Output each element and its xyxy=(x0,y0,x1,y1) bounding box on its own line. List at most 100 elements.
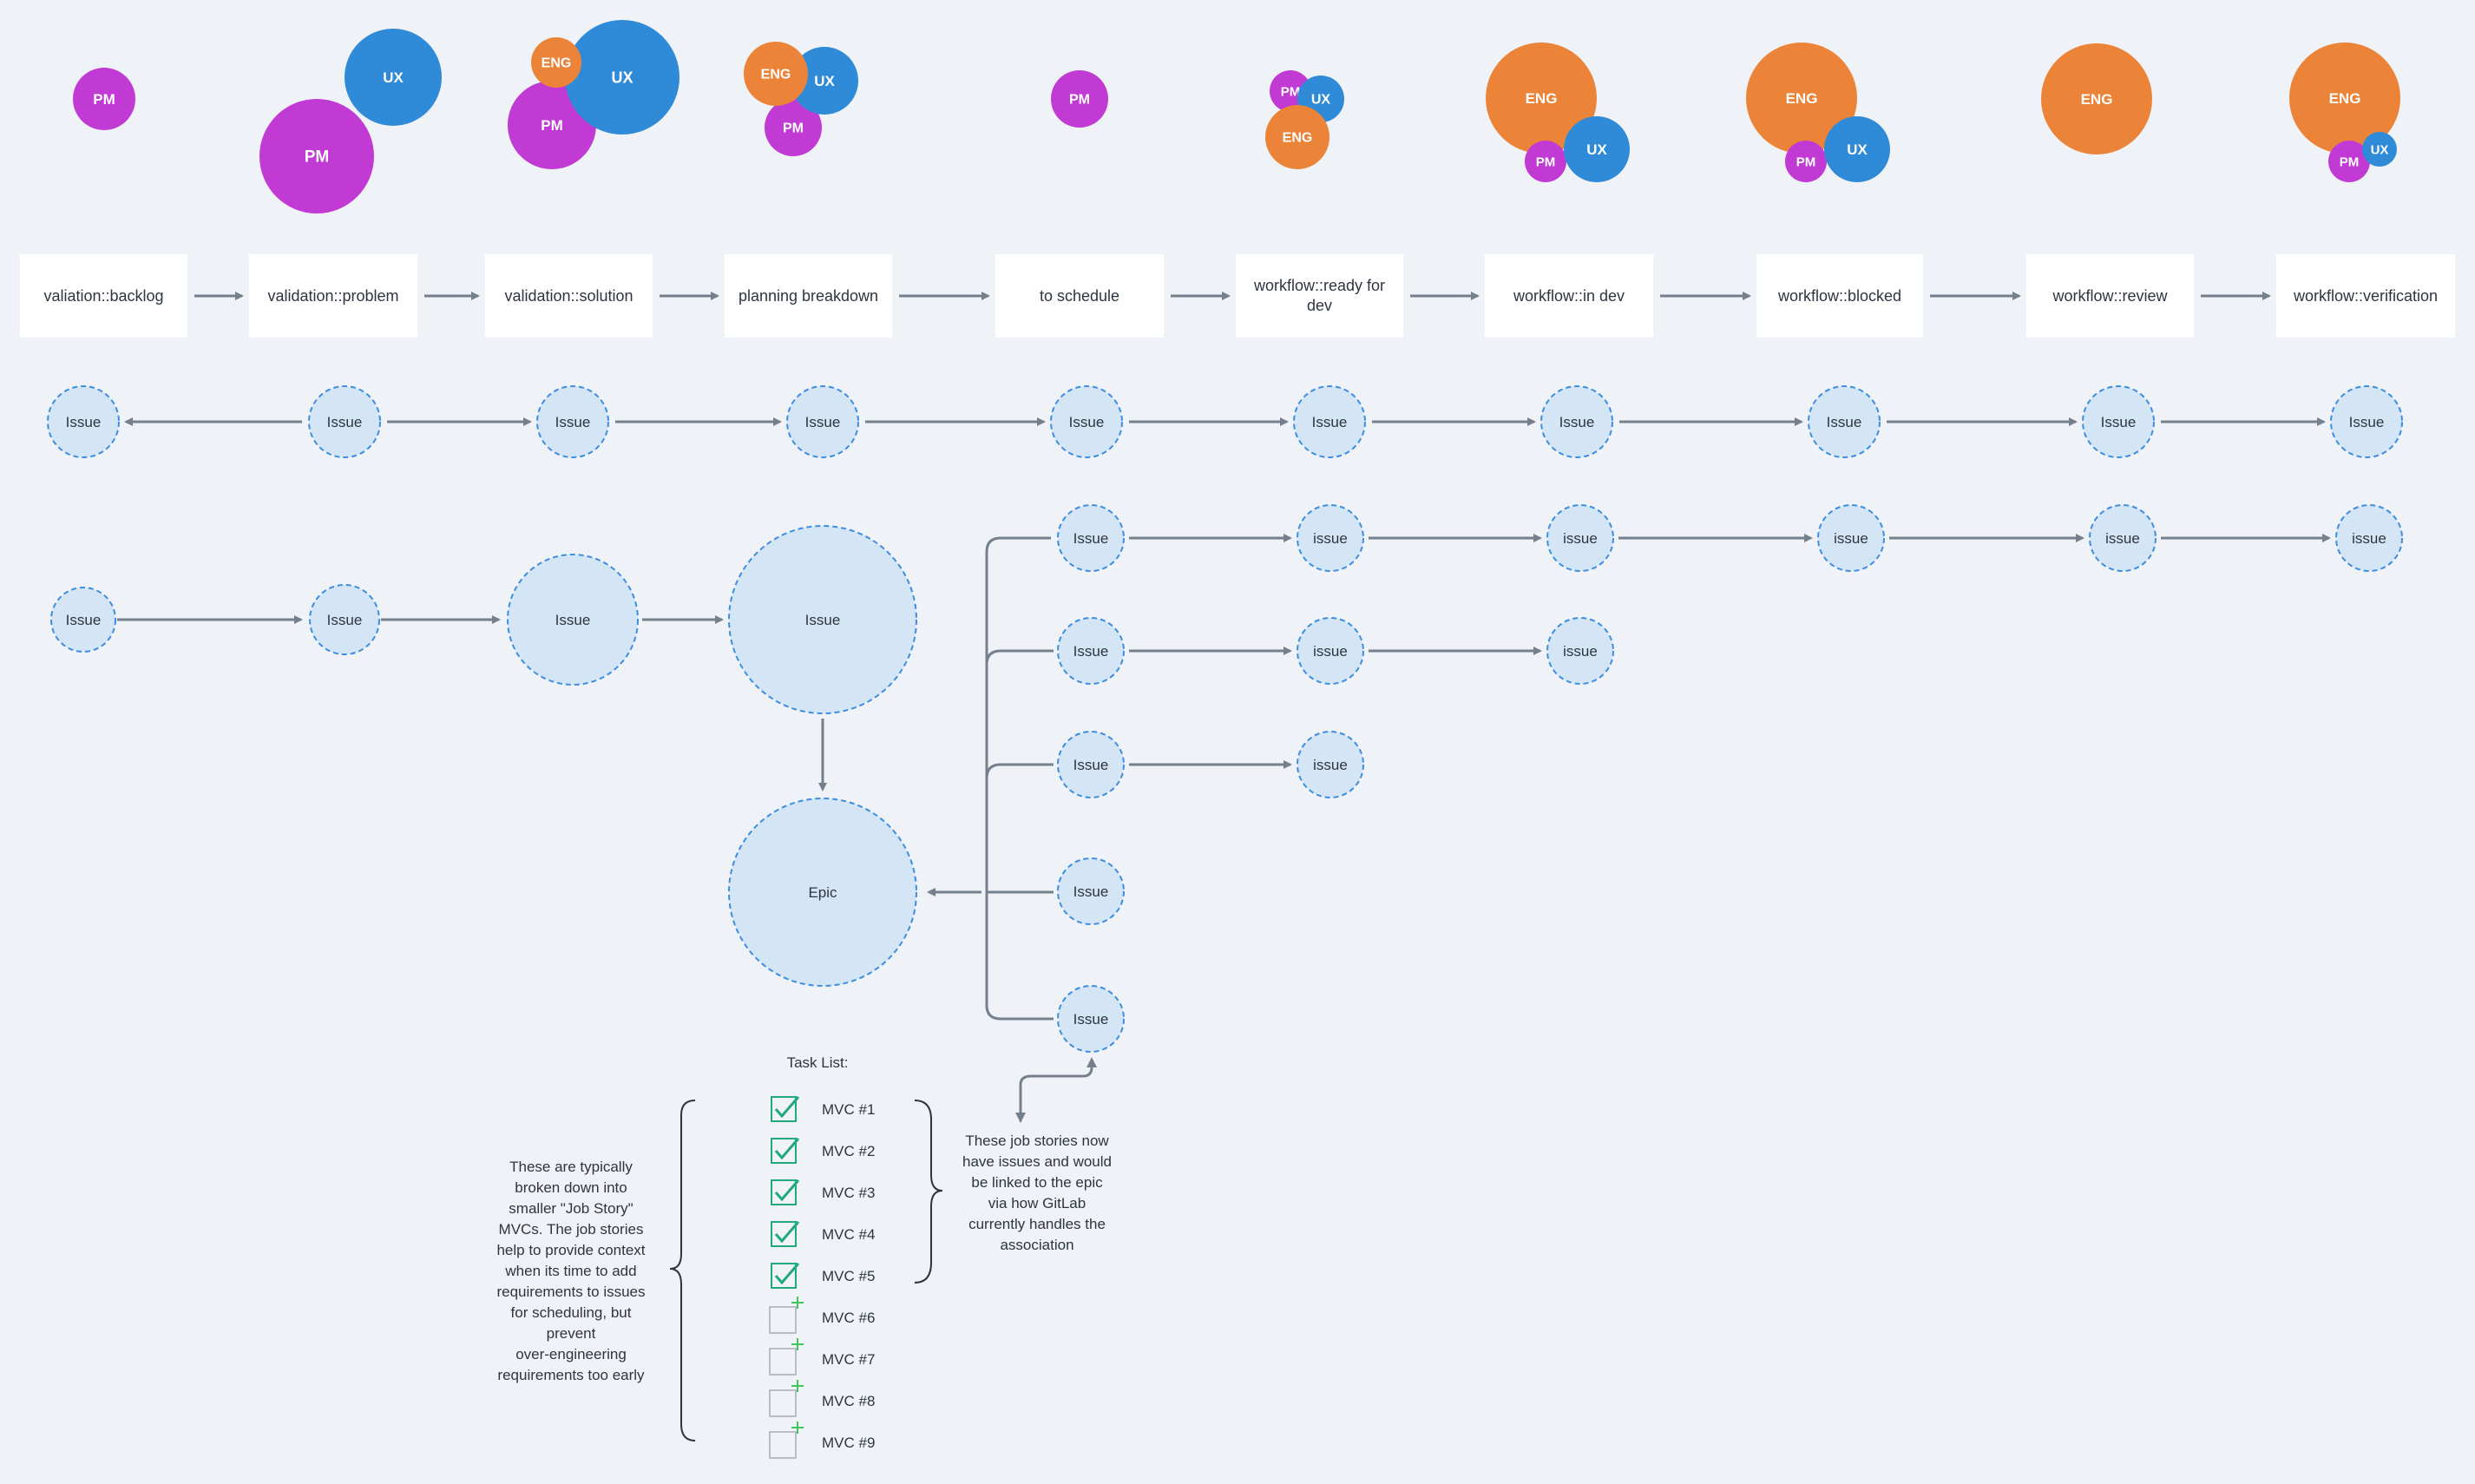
sub-issue-r2-c2: issue xyxy=(1297,617,1364,685)
avatar-pm xyxy=(1051,70,1108,128)
avatar-ux xyxy=(345,29,442,126)
epic-node-label: Epic xyxy=(808,884,837,901)
checkbox-unchecked[interactable] xyxy=(769,1431,797,1459)
stage-label: validation::problem xyxy=(267,287,398,305)
issue-row1-5-circle xyxy=(1050,385,1123,458)
stage-label: workflow::in dev xyxy=(1513,287,1625,305)
stage-label: workflow::review xyxy=(2052,287,2168,305)
task-label: MVC #9 xyxy=(822,1435,875,1451)
sub-issue-r1-c6-label: issue xyxy=(2352,530,2386,547)
checkbox-checked[interactable] xyxy=(771,1096,797,1122)
role-avatars: PMPMUXPMUXENGPMUXENGPMPMUXENGENGPMUXENGP… xyxy=(73,20,2400,213)
sub-issue-r1-c3-label: issue xyxy=(1563,530,1598,547)
check-icon xyxy=(774,1179,800,1202)
stage-label: to schedule xyxy=(1040,287,1119,305)
stage-10: workflow::verification xyxy=(2276,254,2455,338)
checkbox-checked[interactable] xyxy=(771,1138,797,1164)
avatar-eng xyxy=(1265,105,1329,169)
issue-row1-10-label: Issue xyxy=(2349,414,2385,430)
avatar-label-ux: UX xyxy=(611,69,633,86)
sub-issue-r1-c6-circle xyxy=(2335,504,2403,572)
avatar-ux xyxy=(1564,116,1630,182)
issue-row2-1-label: Issue xyxy=(66,612,102,628)
task-item[interactable]: MVC #7 xyxy=(769,1338,875,1376)
task-label: MVC #7 xyxy=(822,1351,875,1368)
stage-label: workflow::blocked xyxy=(1777,287,1901,305)
issue-row1-2: Issue xyxy=(308,385,381,458)
sub-issue-r2-c1-circle xyxy=(1057,617,1125,685)
issue-row2-4: Issue xyxy=(728,525,917,714)
task-item[interactable]: MVC #8 xyxy=(769,1380,875,1417)
avatar-label-ux: UX xyxy=(383,69,404,86)
note-connector xyxy=(1019,1061,1093,1121)
task-label: MVC #6 xyxy=(822,1310,875,1326)
note-arrowhead-up xyxy=(1087,1057,1097,1067)
avatar-eng xyxy=(531,37,581,88)
sub-issue-r2-c2-label: issue xyxy=(1313,643,1348,660)
issue-row2-2: Issue xyxy=(309,584,380,655)
sub-issue-r3-c1-label: Issue xyxy=(1073,757,1109,773)
checkbox-checked[interactable] xyxy=(771,1179,797,1205)
checkbox-unchecked[interactable] xyxy=(769,1389,797,1417)
stage-1: valiation::backlog xyxy=(20,254,187,338)
checkbox-checked[interactable] xyxy=(771,1221,797,1247)
avatar-label-ux: UX xyxy=(1586,141,1607,158)
checkbox-unchecked[interactable] xyxy=(769,1348,797,1376)
task-item[interactable]: MVC #2 xyxy=(771,1138,875,1164)
issue-row1-2-label: Issue xyxy=(327,414,363,430)
issue-row2-1-circle xyxy=(50,587,116,653)
task-item[interactable]: MVC #4 xyxy=(771,1221,875,1247)
sub-issue-r1-c2-circle xyxy=(1297,504,1364,572)
issue-row1-6-label: Issue xyxy=(1312,414,1348,430)
task-label: MVC #1 xyxy=(822,1101,875,1118)
checkbox-unchecked[interactable] xyxy=(769,1306,797,1334)
stage-box xyxy=(2026,254,2194,338)
issue-row1-3-circle xyxy=(536,385,609,458)
issue-row1-8-label: Issue xyxy=(1827,414,1862,430)
sub-issue-r2-c2-circle xyxy=(1297,617,1364,685)
issue-row2-1: Issue xyxy=(50,587,116,653)
epic-node-circle xyxy=(728,798,917,987)
issue-row1-5-label: Issue xyxy=(1069,414,1105,430)
issue-row1-1-circle xyxy=(47,385,120,458)
plus-icon xyxy=(791,1380,804,1392)
task-item[interactable]: MVC #9 xyxy=(769,1422,875,1459)
task-item[interactable]: MVC #5 xyxy=(771,1263,875,1289)
avatar-label-ux: UX xyxy=(814,73,835,89)
sub-issue-r3-c2-label: issue xyxy=(1313,757,1348,773)
checkbox-checked[interactable] xyxy=(771,1263,797,1289)
avatar-pm xyxy=(259,99,374,213)
sub-issue-r3-c2-circle xyxy=(1297,731,1364,798)
stage-9: workflow::review xyxy=(2026,254,2194,338)
task-label: MVC #4 xyxy=(822,1226,875,1243)
task-item[interactable]: MVC #6 xyxy=(769,1297,875,1334)
stage-4: planning breakdown xyxy=(725,254,892,338)
stage-7: workflow::in dev xyxy=(1485,254,1653,338)
task-label: MVC #2 xyxy=(822,1143,875,1159)
issue-row1-6: Issue xyxy=(1293,385,1366,458)
issue-row2-3-circle xyxy=(507,554,639,686)
sub-issue-r5-c1: Issue xyxy=(1057,985,1125,1053)
task-item[interactable]: MVC #3 xyxy=(771,1179,875,1205)
sub-issue-r2-c3: issue xyxy=(1546,617,1614,685)
sub-issue-r1-c6: issue xyxy=(2335,504,2403,572)
epic-bracket-connector xyxy=(985,536,1054,1021)
sub-issue-r2-c1: Issue xyxy=(1057,617,1125,685)
avatar-label-ux: UX xyxy=(2371,142,2389,157)
issue-row1-9: Issue xyxy=(2082,385,2155,458)
issue-row1-10: Issue xyxy=(2330,385,2403,458)
stage-box xyxy=(1236,254,1403,338)
sub-issue-r1-c5-circle xyxy=(2089,504,2157,572)
avatar-label-pm: PM xyxy=(1281,84,1301,99)
task-item[interactable]: MVC #1 xyxy=(771,1096,875,1122)
sub-issue-r2-c1-label: Issue xyxy=(1073,643,1109,660)
task-list-title: Task List: xyxy=(787,1054,849,1071)
issue-row2-3-label: Issue xyxy=(555,612,591,628)
issue-row1-1-label: Issue xyxy=(66,414,102,430)
check-icon xyxy=(774,1263,800,1285)
